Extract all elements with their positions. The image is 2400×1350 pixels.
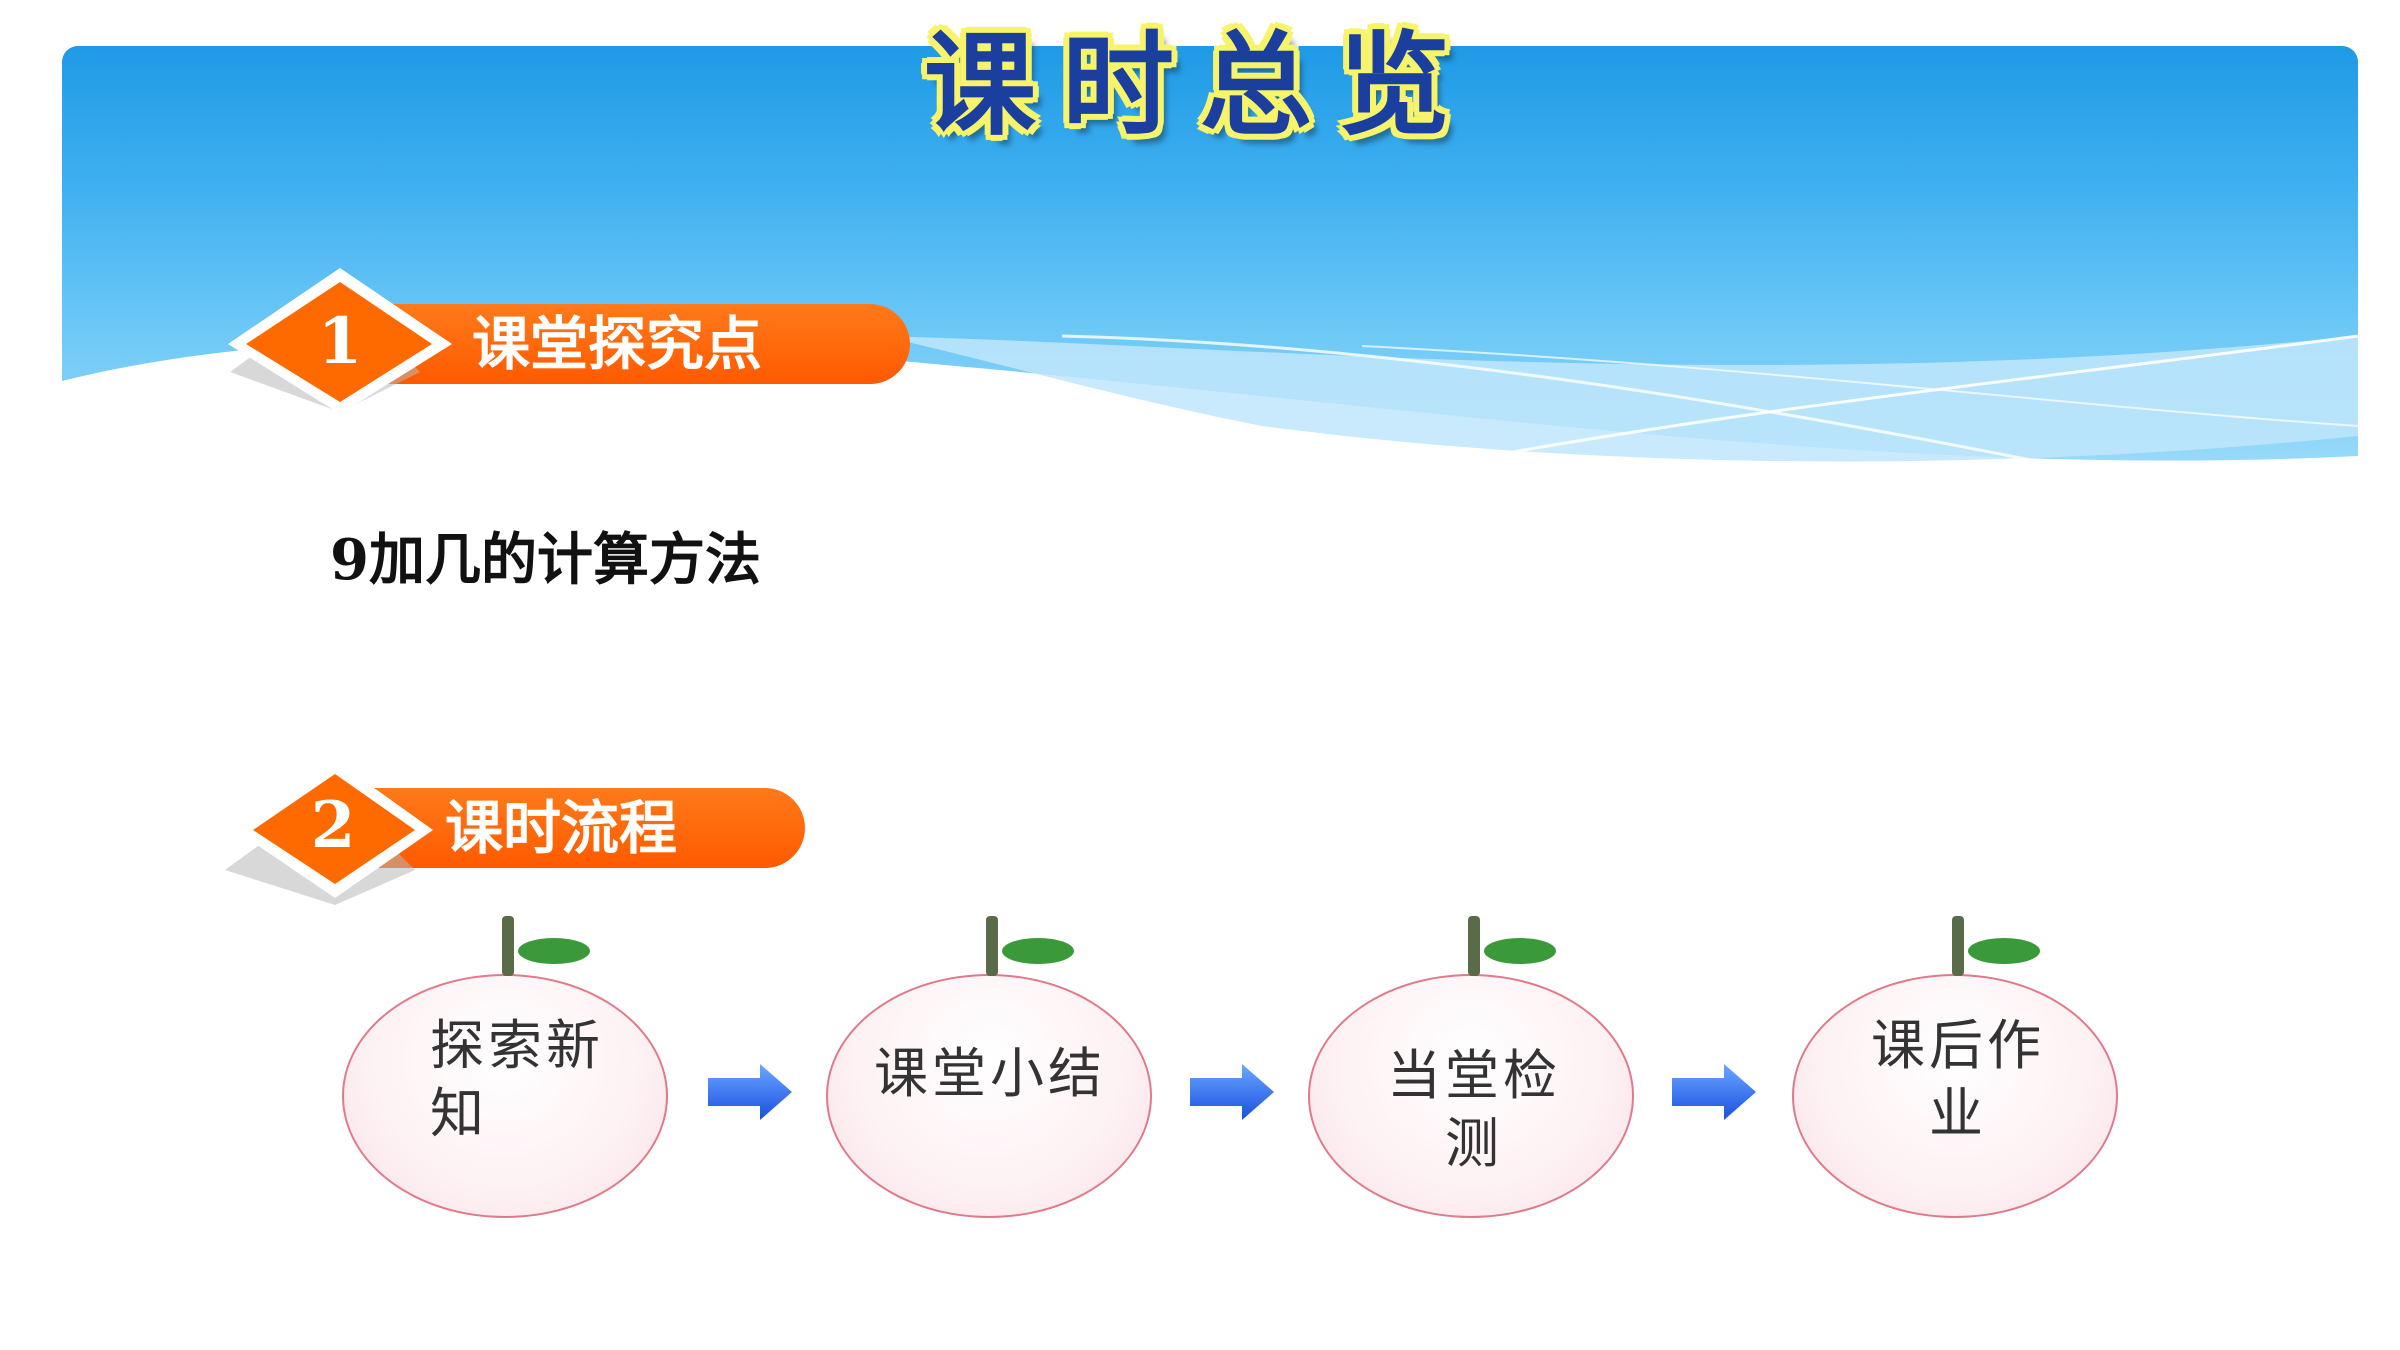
section-number: 2: [310, 788, 356, 863]
leaf-icon: [518, 938, 590, 964]
section-header-2: 课时流程 2: [225, 760, 805, 910]
flow-step-label: 课后作 业: [1871, 1014, 2045, 1145]
fruit-shape: [1792, 974, 2118, 1218]
page-title: 课时总览: [924, 21, 1476, 151]
leaf-icon: [1968, 938, 2040, 964]
right-arrow-icon: [1672, 1064, 1756, 1120]
stem-icon: [1952, 916, 1964, 976]
flow-step-test[interactable]: 当堂检 测: [1308, 916, 1638, 1236]
right-arrow-icon: [708, 1064, 792, 1120]
section-header-1: 课堂探究点 1: [220, 262, 910, 414]
flow-step-summary[interactable]: 课堂小结: [826, 916, 1156, 1236]
header-banner: [62, 46, 2358, 516]
diamond-number-badge: [225, 760, 433, 905]
leaf-icon: [1484, 938, 1556, 964]
flow-step-label: 探索新 知: [430, 1014, 604, 1145]
flow-step-label: 当堂检 测: [1387, 1044, 1561, 1175]
section-label-pill: 课时流程: [365, 788, 805, 868]
leaf-icon: [1002, 938, 1074, 964]
flow-step-label: 课堂小结: [874, 1042, 1106, 1105]
stem-icon: [1468, 916, 1480, 976]
fruit-shape: [826, 974, 1152, 1218]
topic-text: 9加几的计算方法: [330, 527, 761, 593]
fruit-shape: [1308, 974, 1634, 1218]
section-label: 课堂探究点: [472, 310, 763, 378]
section-number: 1: [317, 304, 363, 379]
right-arrow-icon: [1190, 1064, 1274, 1120]
flow-step-explore[interactable]: 探索新 知: [342, 916, 672, 1236]
stem-icon: [502, 916, 514, 976]
section-label: 课时流程: [445, 794, 678, 862]
flow-step-homework[interactable]: 课后作 业: [1792, 916, 2122, 1236]
section-label-pill: 课堂探究点: [360, 304, 910, 384]
stem-icon: [986, 916, 998, 976]
diamond-number-badge: [228, 268, 452, 414]
fruit-shape: [342, 974, 668, 1218]
